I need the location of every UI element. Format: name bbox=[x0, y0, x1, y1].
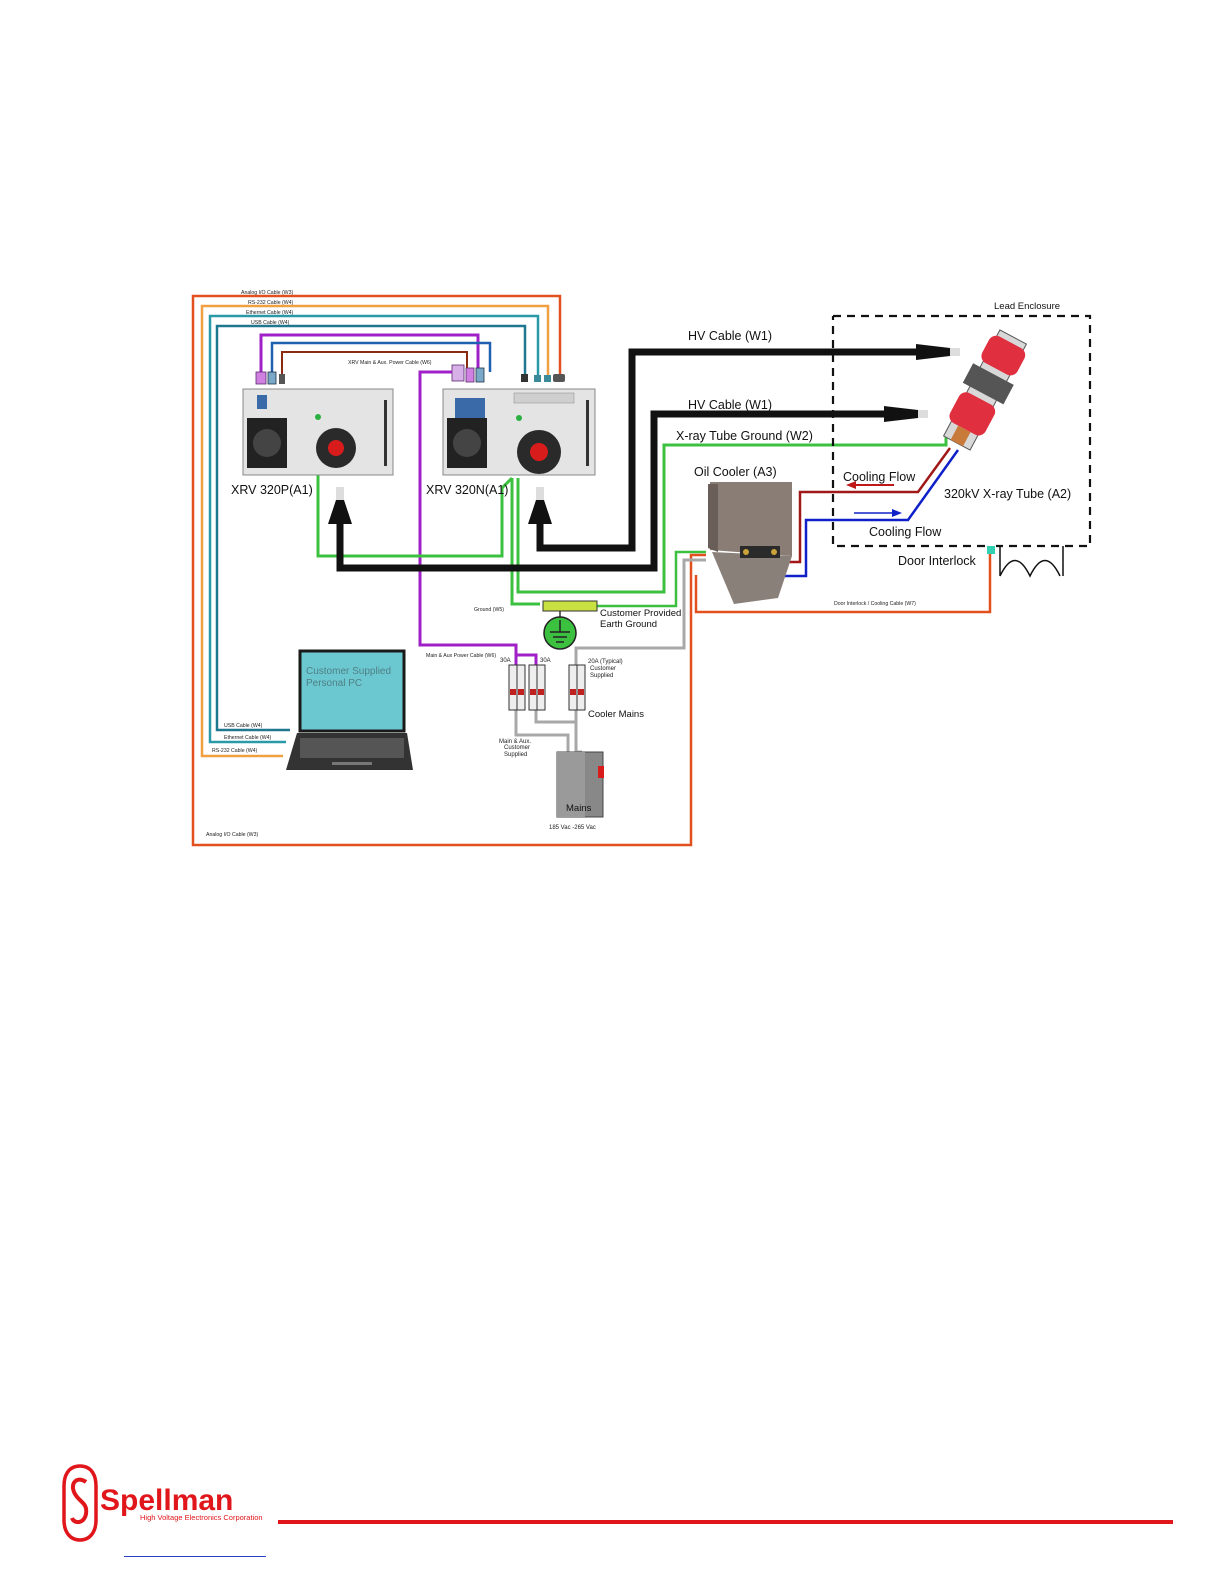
main-aux-power-cable-2 bbox=[516, 653, 538, 665]
xray-tube-ground-label: X-ray Tube Ground (W2) bbox=[676, 429, 813, 443]
xray-tube-label: 320kV X-ray Tube (A2) bbox=[944, 487, 1071, 501]
mains-voltage-label: 185 Vac -265 Vac bbox=[549, 825, 596, 831]
ethernet-cable bbox=[208, 314, 540, 744]
breaker-30a-label-1: 30A bbox=[500, 658, 511, 664]
hv-cable-label-2: HV Cable (W1) bbox=[688, 398, 772, 412]
breaker-20a-label-3: Supplied bbox=[590, 673, 613, 679]
mains-box-icon bbox=[556, 751, 604, 818]
usb-cable bbox=[215, 324, 527, 732]
connector-plugs bbox=[255, 364, 565, 385]
laptop-icon bbox=[286, 649, 413, 770]
usb-link-cable bbox=[259, 333, 480, 378]
pc-label-1: Customer Supplied bbox=[306, 666, 391, 677]
xray-tube-ground-cable-2 bbox=[516, 436, 948, 594]
lead-enclosure bbox=[831, 314, 1092, 548]
main-aux-power-cable bbox=[418, 370, 518, 665]
hv-cable-n bbox=[536, 348, 920, 552]
mains-feed-2 bbox=[534, 710, 578, 752]
analog-io-top-label: Analog I/O Cable (W3) bbox=[241, 290, 293, 296]
door-icon bbox=[999, 546, 1064, 578]
cooling-flow-arrowhead-red bbox=[846, 481, 856, 489]
ethernet-bottom-label: Ethernet Cable (W4) bbox=[224, 735, 272, 741]
mains-label: Mains bbox=[566, 803, 592, 814]
ethernet-top-label: Ethernet Cable (W4) bbox=[246, 310, 294, 316]
ground-w5 bbox=[597, 550, 706, 608]
earth-ground-label-1: Customer Provided bbox=[600, 608, 681, 619]
cooler-mains-label: Cooler Mains bbox=[588, 709, 644, 720]
rs232-cable bbox=[200, 304, 550, 758]
oil-cooler-label: Oil Cooler (A3) bbox=[694, 465, 777, 479]
ground-cable-p bbox=[316, 474, 514, 558]
ground-w5-label: Ground (W5) bbox=[474, 607, 504, 613]
rs232-link-cable bbox=[281, 351, 468, 378]
xrv-320n-unit bbox=[442, 388, 596, 476]
brand-tagline: High Voltage Electronics Corporation bbox=[140, 1513, 263, 1522]
hv-plugs bbox=[328, 344, 960, 524]
rs232-top-label: RS-232 Cable (W4) bbox=[248, 300, 294, 306]
cooling-flow-label-1: Cooling Flow bbox=[843, 470, 916, 484]
cooler-mains-cable bbox=[574, 558, 706, 668]
rs232-bottom-label: RS-232 Cable (W4) bbox=[212, 748, 258, 754]
analog-io-bottom-label: Analog I/O Cable (W3) bbox=[206, 832, 258, 838]
door-interlock-label: Door Interlock bbox=[898, 554, 977, 568]
earth-ground-label-2: Earth Ground bbox=[600, 619, 657, 630]
usb-top-label: USB Cable (W4) bbox=[251, 320, 290, 326]
oil-cooler-icon bbox=[708, 482, 792, 604]
earth-ground-bar bbox=[542, 600, 598, 612]
analog-io-cable bbox=[191, 294, 706, 847]
xrv-320p-unit bbox=[242, 388, 394, 476]
cooling-flow-label-2: Cooling Flow bbox=[869, 525, 942, 539]
breaker-icons bbox=[508, 664, 586, 711]
brand-name: Spellman bbox=[100, 1484, 233, 1517]
door-interlock-cable-label: Door Interlock / Cooling Cable (W7) bbox=[834, 601, 916, 607]
cooling-line-hot bbox=[776, 447, 952, 564]
breaker-20a-label-2: Customer bbox=[590, 666, 616, 672]
xrv-power-cable-label: XRV Main & Aux. Power Cable (W6) bbox=[348, 360, 432, 366]
earth-ground-icon bbox=[543, 616, 577, 650]
lead-enclosure-label: Lead Enclosure bbox=[994, 301, 1060, 312]
pc-label-2: Personal PC bbox=[306, 678, 362, 689]
spellman-logo: Spellman High Voltage Electronics Corpor… bbox=[62, 1464, 263, 1542]
ethernet-link-cable bbox=[270, 341, 492, 378]
main-aux-label-2: Customer bbox=[504, 745, 530, 751]
breaker-20a-label-1: 20A (Typical) bbox=[588, 659, 623, 665]
mains-feed-3 bbox=[574, 710, 582, 754]
door-interlock-cable bbox=[694, 551, 992, 614]
usb-bottom-label: USB Cable (W4) bbox=[224, 723, 263, 729]
footer-divider bbox=[278, 1520, 1173, 1524]
main-aux-power-cable-label: Main & Aux Power Cable (W6) bbox=[426, 653, 496, 659]
door-interlock-switch bbox=[987, 546, 995, 554]
xray-tube-icon bbox=[942, 329, 1028, 451]
cooling-flow-arrowhead-blue bbox=[892, 509, 902, 517]
spellman-emblem-icon bbox=[62, 1464, 98, 1542]
hv-cable-p bbox=[336, 410, 888, 572]
xrv-320p-label: XRV 320P(A1) bbox=[231, 483, 313, 497]
xray-tube-ground-cable bbox=[510, 478, 540, 606]
footer-link-underline bbox=[124, 1556, 266, 1557]
main-aux-label-1: Main & Aux. bbox=[499, 739, 531, 745]
hv-cable-label-1: HV Cable (W1) bbox=[688, 329, 772, 343]
main-aux-label-3: Supplied bbox=[504, 752, 527, 758]
breaker-30a-label-2: 30A bbox=[540, 658, 551, 664]
xrv-320n-label: XRV 320N(A1) bbox=[426, 483, 508, 497]
mains-feed-1 bbox=[514, 710, 570, 752]
